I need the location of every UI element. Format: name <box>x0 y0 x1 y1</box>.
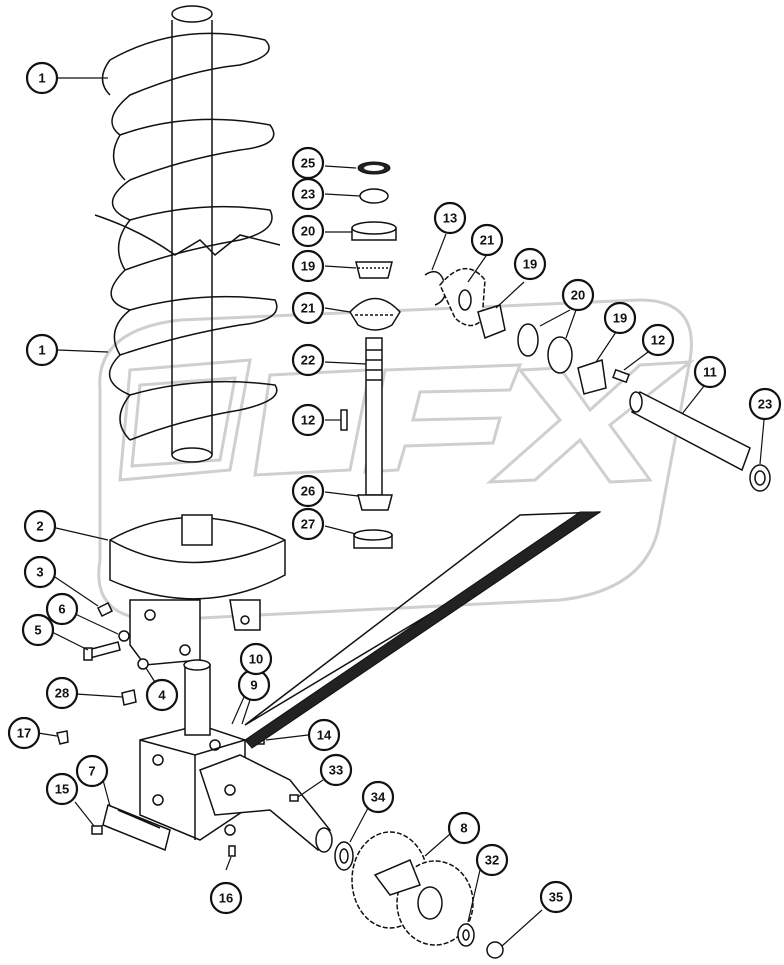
callout-8: 8 <box>447 811 481 845</box>
callout-1-upper: 1 <box>25 61 59 95</box>
callout-1-lower: 1 <box>25 333 59 367</box>
svg-text:12: 12 <box>301 413 315 428</box>
svg-text:16: 16 <box>219 891 233 906</box>
svg-text:22: 22 <box>301 353 315 368</box>
callout-25: 25 <box>291 146 325 180</box>
callout-11: 11 <box>693 355 727 389</box>
svg-text:34: 34 <box>371 790 386 805</box>
svg-text:1: 1 <box>38 343 45 358</box>
svg-text:3: 3 <box>36 565 43 580</box>
svg-text:19: 19 <box>613 311 627 326</box>
callout-19-vertical: 19 <box>291 249 325 283</box>
callout-14: 14 <box>307 718 341 752</box>
svg-text:10: 10 <box>249 652 263 667</box>
callout-28: 28 <box>45 676 79 710</box>
callout-7: 7 <box>75 754 109 788</box>
callout-19-middle: 19 <box>513 247 547 281</box>
callout-34: 34 <box>361 780 395 814</box>
svg-text:13: 13 <box>443 211 457 226</box>
svg-text:28: 28 <box>55 686 69 701</box>
callout-21-vertical: 21 <box>291 291 325 325</box>
callout-13: 13 <box>433 201 467 235</box>
callout-20-horizontal: 20 <box>561 278 595 312</box>
svg-text:7: 7 <box>88 764 95 779</box>
svg-text:8: 8 <box>460 821 467 836</box>
callout-12-horizontal: 12 <box>641 323 675 357</box>
callout-35: 35 <box>539 880 573 914</box>
vertical-shaft-stack <box>340 161 401 549</box>
svg-text:9: 9 <box>250 678 257 693</box>
auger <box>94 5 281 463</box>
svg-text:15: 15 <box>55 782 69 797</box>
svg-text:19: 19 <box>301 259 315 274</box>
fasteners <box>56 601 149 745</box>
svg-text:32: 32 <box>485 853 499 868</box>
svg-text:27: 27 <box>301 517 315 532</box>
callout-23-vertical: 23 <box>291 177 325 211</box>
svg-text:14: 14 <box>317 728 332 743</box>
watermark-logo <box>97 298 695 622</box>
svg-text:21: 21 <box>480 233 494 248</box>
callout-20-vertical: 20 <box>291 214 325 248</box>
gearbox <box>139 659 333 853</box>
callout-32: 32 <box>475 843 509 877</box>
callout-33: 33 <box>319 753 353 787</box>
callouts: 1 1 2 3 4 5 6 7 8 9 10 11 12 12 13 14 15… <box>7 61 782 915</box>
svg-text:1: 1 <box>38 71 45 86</box>
leader-lines <box>37 77 765 947</box>
svg-text:5: 5 <box>34 623 41 638</box>
callout-26: 26 <box>291 474 325 508</box>
sprocket <box>351 831 474 946</box>
callout-6: 6 <box>45 592 79 626</box>
svg-text:2: 2 <box>36 519 43 534</box>
svg-text:35: 35 <box>549 890 563 905</box>
callout-19-right: 19 <box>603 301 637 335</box>
callout-15: 15 <box>45 772 79 806</box>
svg-text:12: 12 <box>651 333 665 348</box>
svg-text:26: 26 <box>301 484 315 499</box>
callout-27: 27 <box>291 507 325 541</box>
washer <box>334 841 354 871</box>
svg-text:19: 19 <box>523 257 537 272</box>
washer-and-snap-ring <box>457 923 504 959</box>
svg-text:33: 33 <box>329 763 343 778</box>
callout-3: 3 <box>23 555 57 589</box>
svg-text:20: 20 <box>301 224 315 239</box>
callout-5: 5 <box>21 613 55 647</box>
callout-12-vertical: 12 <box>291 403 325 437</box>
callout-17: 17 <box>7 716 41 750</box>
callout-16: 16 <box>209 881 243 915</box>
callout-2: 2 <box>23 509 57 543</box>
svg-text:4: 4 <box>158 688 166 703</box>
svg-text:21: 21 <box>301 301 315 316</box>
callout-10: 10 <box>239 642 273 676</box>
callout-22: 22 <box>291 343 325 377</box>
svg-text:6: 6 <box>58 602 65 617</box>
svg-text:23: 23 <box>301 187 315 202</box>
svg-text:25: 25 <box>301 156 315 171</box>
svg-text:23: 23 <box>758 397 772 412</box>
svg-text:11: 11 <box>703 365 717 380</box>
callout-21-horizontal: 21 <box>470 223 504 257</box>
callout-4: 4 <box>145 678 179 712</box>
svg-text:20: 20 <box>571 288 585 303</box>
auger-housing <box>109 514 286 666</box>
horizontal-shaft-stack <box>424 268 771 492</box>
svg-text:17: 17 <box>17 726 31 741</box>
callout-23-horizontal: 23 <box>748 387 782 421</box>
detail-wedge <box>244 511 602 749</box>
